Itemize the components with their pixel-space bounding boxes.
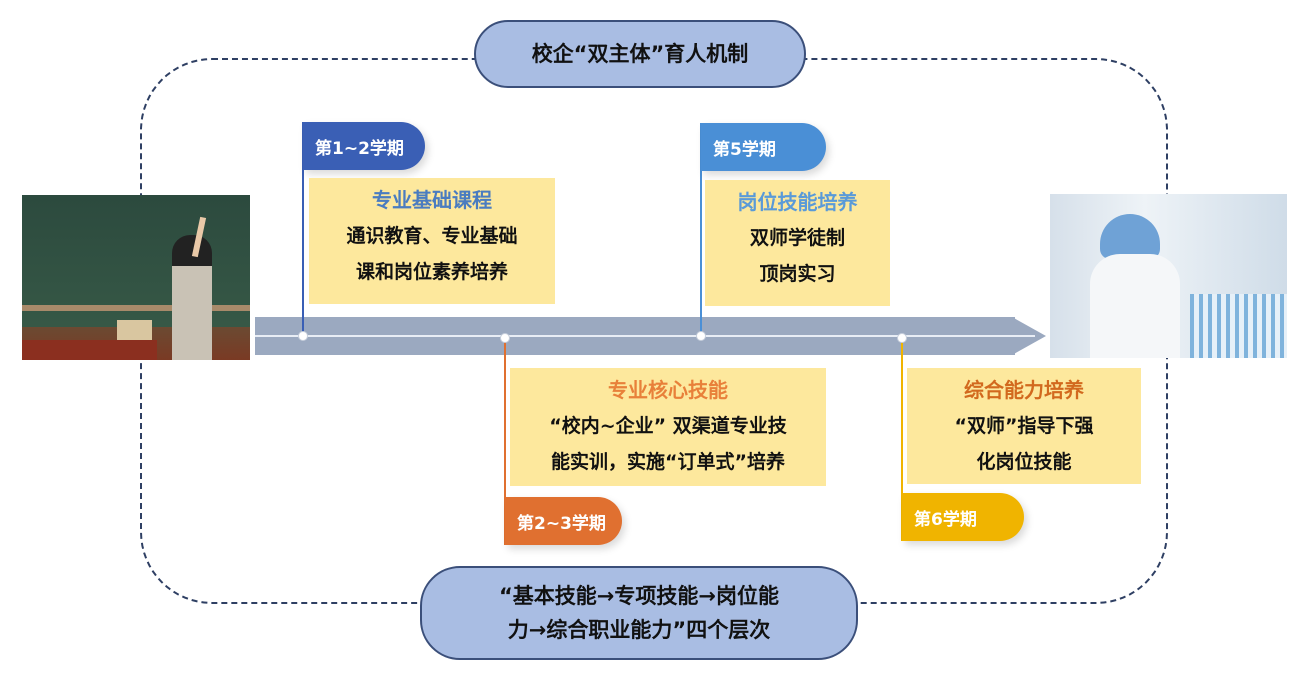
stage-text: 双师学徒制 — [749, 227, 845, 249]
stage-text: 通识教育、专业基础 — [346, 225, 518, 247]
stage-title: 专业基础课程 — [372, 188, 492, 212]
stage-3-pole — [700, 123, 702, 336]
stage-text: 课和岗位素养培养 — [355, 261, 508, 283]
term-label: 第6学期 — [914, 509, 977, 530]
stage-3-box: 岗位技能培养 双师学徒制 顶岗实习 — [705, 180, 890, 306]
stage-4-dot — [897, 333, 907, 343]
stage-2-box: 专业核心技能 “校内~企业” 双渠道专业技 能实训，实施“订单式”培养 — [510, 368, 826, 486]
stage-title: 专业核心技能 — [608, 378, 728, 402]
stage-text: “校内~企业” 双渠道专业技 — [549, 415, 787, 437]
stage-1-dot — [298, 331, 308, 341]
levels-pill: “基本技能→专项技能→岗位能 力→综合职业能力”四个层次 — [420, 566, 858, 660]
title-text: 校企“双主体”育人机制 — [531, 42, 749, 66]
stage-4-box: 综合能力培养 “双师”指导下强 化岗位技能 — [907, 368, 1141, 484]
stage-3-dot — [696, 331, 706, 341]
stage-2-dot — [500, 333, 510, 343]
levels-line-1: “基本技能→专项技能→岗位能 — [499, 584, 779, 608]
stage-text: “双师”指导下强 — [954, 415, 1094, 437]
stage-title: 综合能力培养 — [964, 378, 1084, 402]
stage-text: 能实训，实施“订单式”培养 — [551, 451, 785, 473]
lab-researcher-image — [1050, 194, 1287, 358]
teacher-chalkboard-image — [22, 195, 250, 360]
stage-1-box: 专业基础课程 通识教育、专业基础 课和岗位素养培养 — [309, 178, 555, 304]
term-label: 第2~3学期 — [517, 513, 606, 534]
stage-4-pole — [901, 338, 903, 541]
levels-line-2: 力→综合职业能力”四个层次 — [507, 618, 771, 642]
stage-1-pole — [302, 122, 304, 336]
stage-4-term-flag: 第6学期 — [902, 493, 1024, 541]
stage-text: 化岗位技能 — [976, 451, 1072, 473]
stage-2-term-flag: 第2~3学期 — [505, 497, 622, 545]
stage-1-term-flag: 第1~2学期 — [303, 122, 425, 170]
title-pill: 校企“双主体”育人机制 — [474, 20, 806, 88]
stage-text: 顶岗实习 — [759, 263, 836, 285]
term-label: 第5学期 — [713, 139, 776, 160]
timeline-line — [255, 335, 1035, 337]
stage-3-term-flag: 第5学期 — [701, 123, 826, 171]
stage-2-pole — [504, 338, 506, 545]
stage-title: 岗位技能培养 — [737, 190, 858, 214]
term-label: 第1~2学期 — [315, 138, 404, 159]
